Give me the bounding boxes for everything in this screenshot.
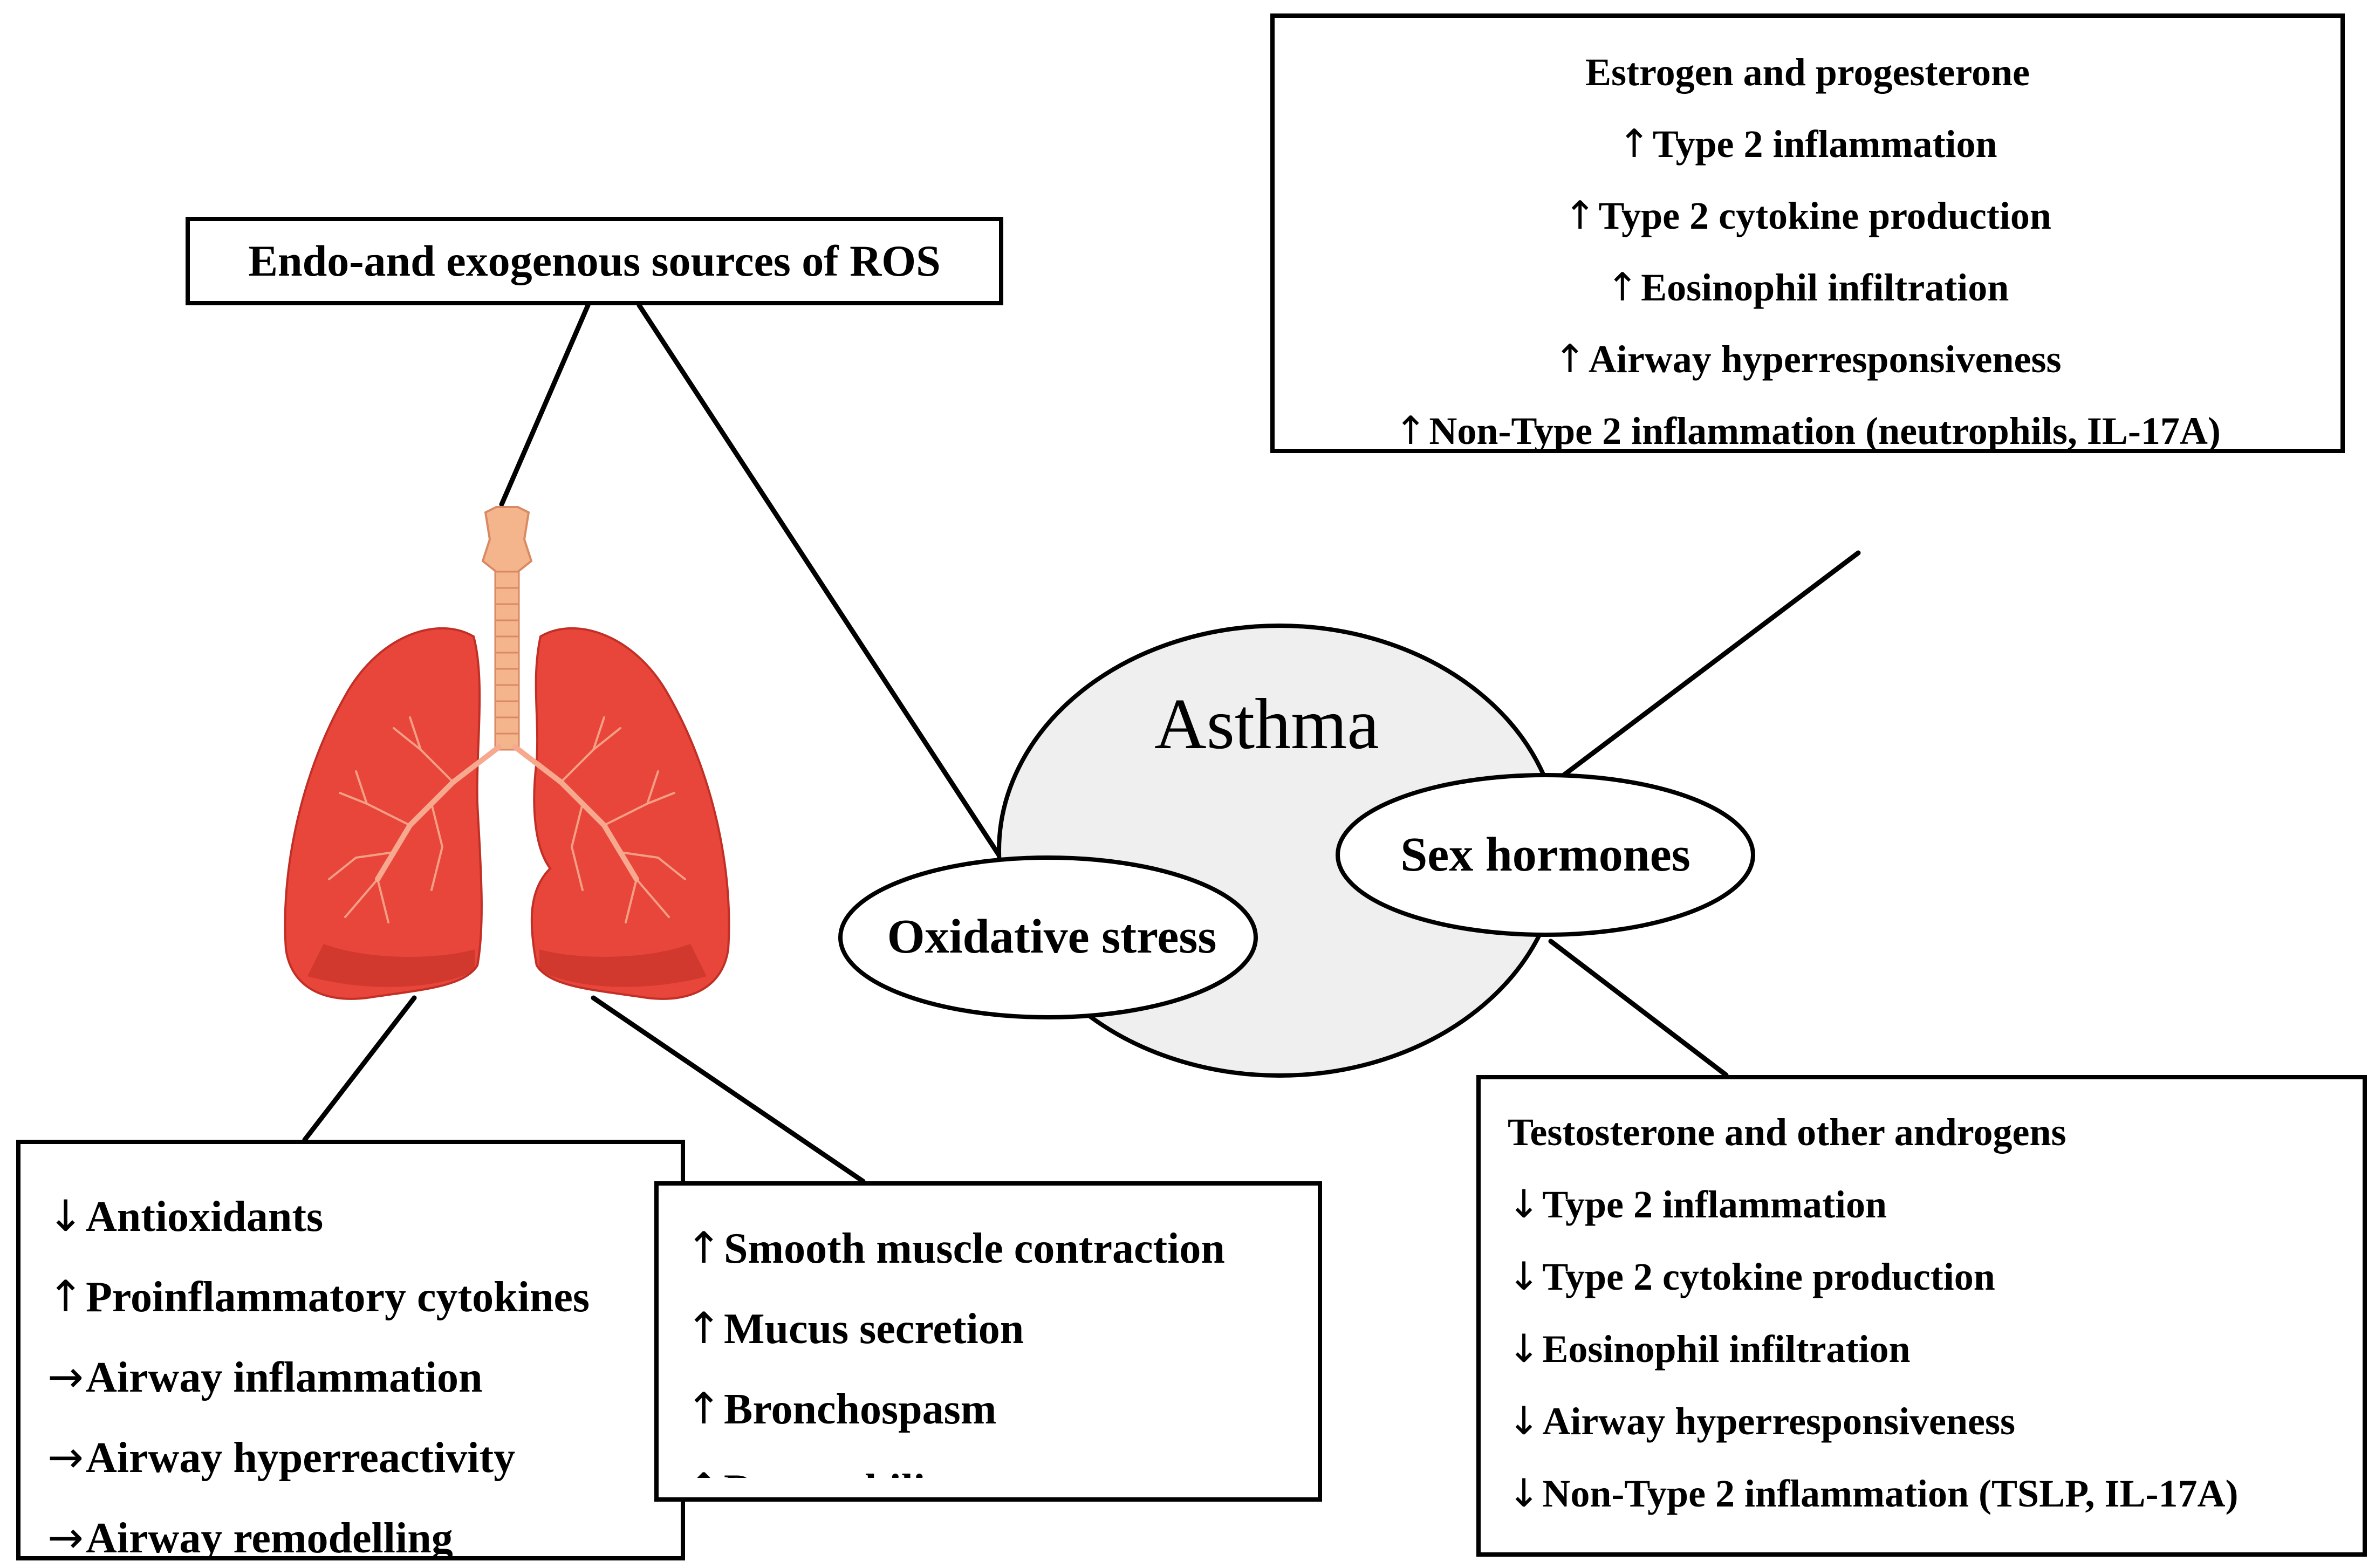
arrow-up-icon: ↑ [1394,408,1427,453]
arrow-down-icon: ↓ [1508,1181,1541,1227]
connector-lungs-to-antioxidants [302,995,417,1142]
arrow-right-icon: → [47,1352,84,1402]
estrogen-progesterone-box: Estrogen and progesterone ↑Type 2 inflam… [1270,13,2345,453]
arrow-up-icon: ↑ [686,1384,722,1434]
arrow-up-icon: ↑ [1618,121,1651,166]
connector-asthma-to-estrogen [1559,550,1861,779]
list-item: ↑Non-Type 2 inflammation (neutrophils, I… [1394,408,2221,453]
smooth-muscle-box: ↑Smooth muscle contraction ↑Mucus secret… [654,1181,1322,1502]
lungs-illustration [284,506,730,1000]
list-item: ↑Type 2 cytokine production [1564,193,2051,238]
list-item: ↓Airway hyperresponsiveness [1508,1398,2016,1443]
connector-ros-to-lungs [499,303,591,507]
estrogen-box-title: Estrogen and progesterone [1585,51,2030,94]
antioxidants-box: ↓Antioxidants ↑Proinflammatory cytokines… [16,1140,685,1560]
list-item: →Airway remodelling [47,1498,681,1560]
arrow-down-icon: ↓ [1508,1326,1541,1371]
arrow-down-icon: ↓ [1508,1470,1541,1516]
list-item: ↓Antioxidants [47,1191,324,1241]
right-lung [530,627,730,1000]
ros-sources-box: Endo-and exogenous sources of ROS [186,217,1003,305]
list-item: ↓Type 2 inflammation [1508,1181,1887,1227]
list-item: ↑Smooth muscle contraction [686,1223,1225,1273]
arrow-right-icon: → [47,1432,84,1482]
arrow-up-icon: ↑ [686,1303,722,1353]
arrow-down-icon: ↓ [1508,1398,1541,1443]
testosterone-box-title: Testosterone and other androgens [1508,1111,2066,1154]
list-item: ↓Non-Type 2 inflammation (TSLP, IL-17A) [1508,1470,2239,1516]
arrow-right-icon: → [47,1512,84,1560]
list-item: ↑Bronchospasm [686,1384,997,1434]
connector-sexhormones-to-testosterone [1548,939,1729,1078]
list-item: ↑Type 2 inflammation [1618,121,1997,166]
arrow-down-icon: ↓ [47,1191,84,1241]
sex-hormones-ellipse [1336,773,1755,937]
list-item: →Airway hyperreactivity [47,1432,516,1482]
connector-ros-to-oxidative [636,303,1003,860]
list-item: ↑Eosinophil infiltration [1606,264,2009,310]
list-item: ↑Permeability [686,1449,1318,1478]
testosterone-androgens-box: Testosterone and other androgens ↓Type 2… [1476,1075,2367,1557]
arrow-up-icon: ↑ [1553,336,1586,381]
arrow-up-icon: ↑ [1606,264,1639,310]
ros-sources-title: Endo-and exogenous sources of ROS [248,236,941,285]
list-item: ↑Mucus secretion [686,1303,1024,1353]
connector-lungs-to-smooth-muscle [591,995,866,1184]
arrow-up-icon: ↑ [686,1464,722,1478]
list-item: ↑Airway hyperresponsiveness [1553,336,2062,381]
sex-hormones-label: Sex hormones [1400,828,1690,881]
left-lung [284,627,483,1000]
arrow-up-icon: ↑ [686,1223,722,1273]
list-item: ↓Type 2 cytokine production [1508,1254,1995,1299]
trachea-icon [481,506,533,751]
arrow-up-icon: ↑ [47,1271,84,1321]
asthma-label: Asthma [1154,684,1379,764]
oxidative-stress-ellipse [838,855,1258,1019]
list-item: ↑Proinflammatory cytokines [47,1271,590,1321]
list-item: →Airway inflammation [47,1352,483,1402]
oxidative-stress-label: Oxidative stress [887,910,1217,963]
list-item: ↓Eosinophil infiltration [1508,1326,1911,1371]
arrow-down-icon: ↓ [1508,1254,1541,1299]
arrow-up-icon: ↑ [1564,193,1597,238]
